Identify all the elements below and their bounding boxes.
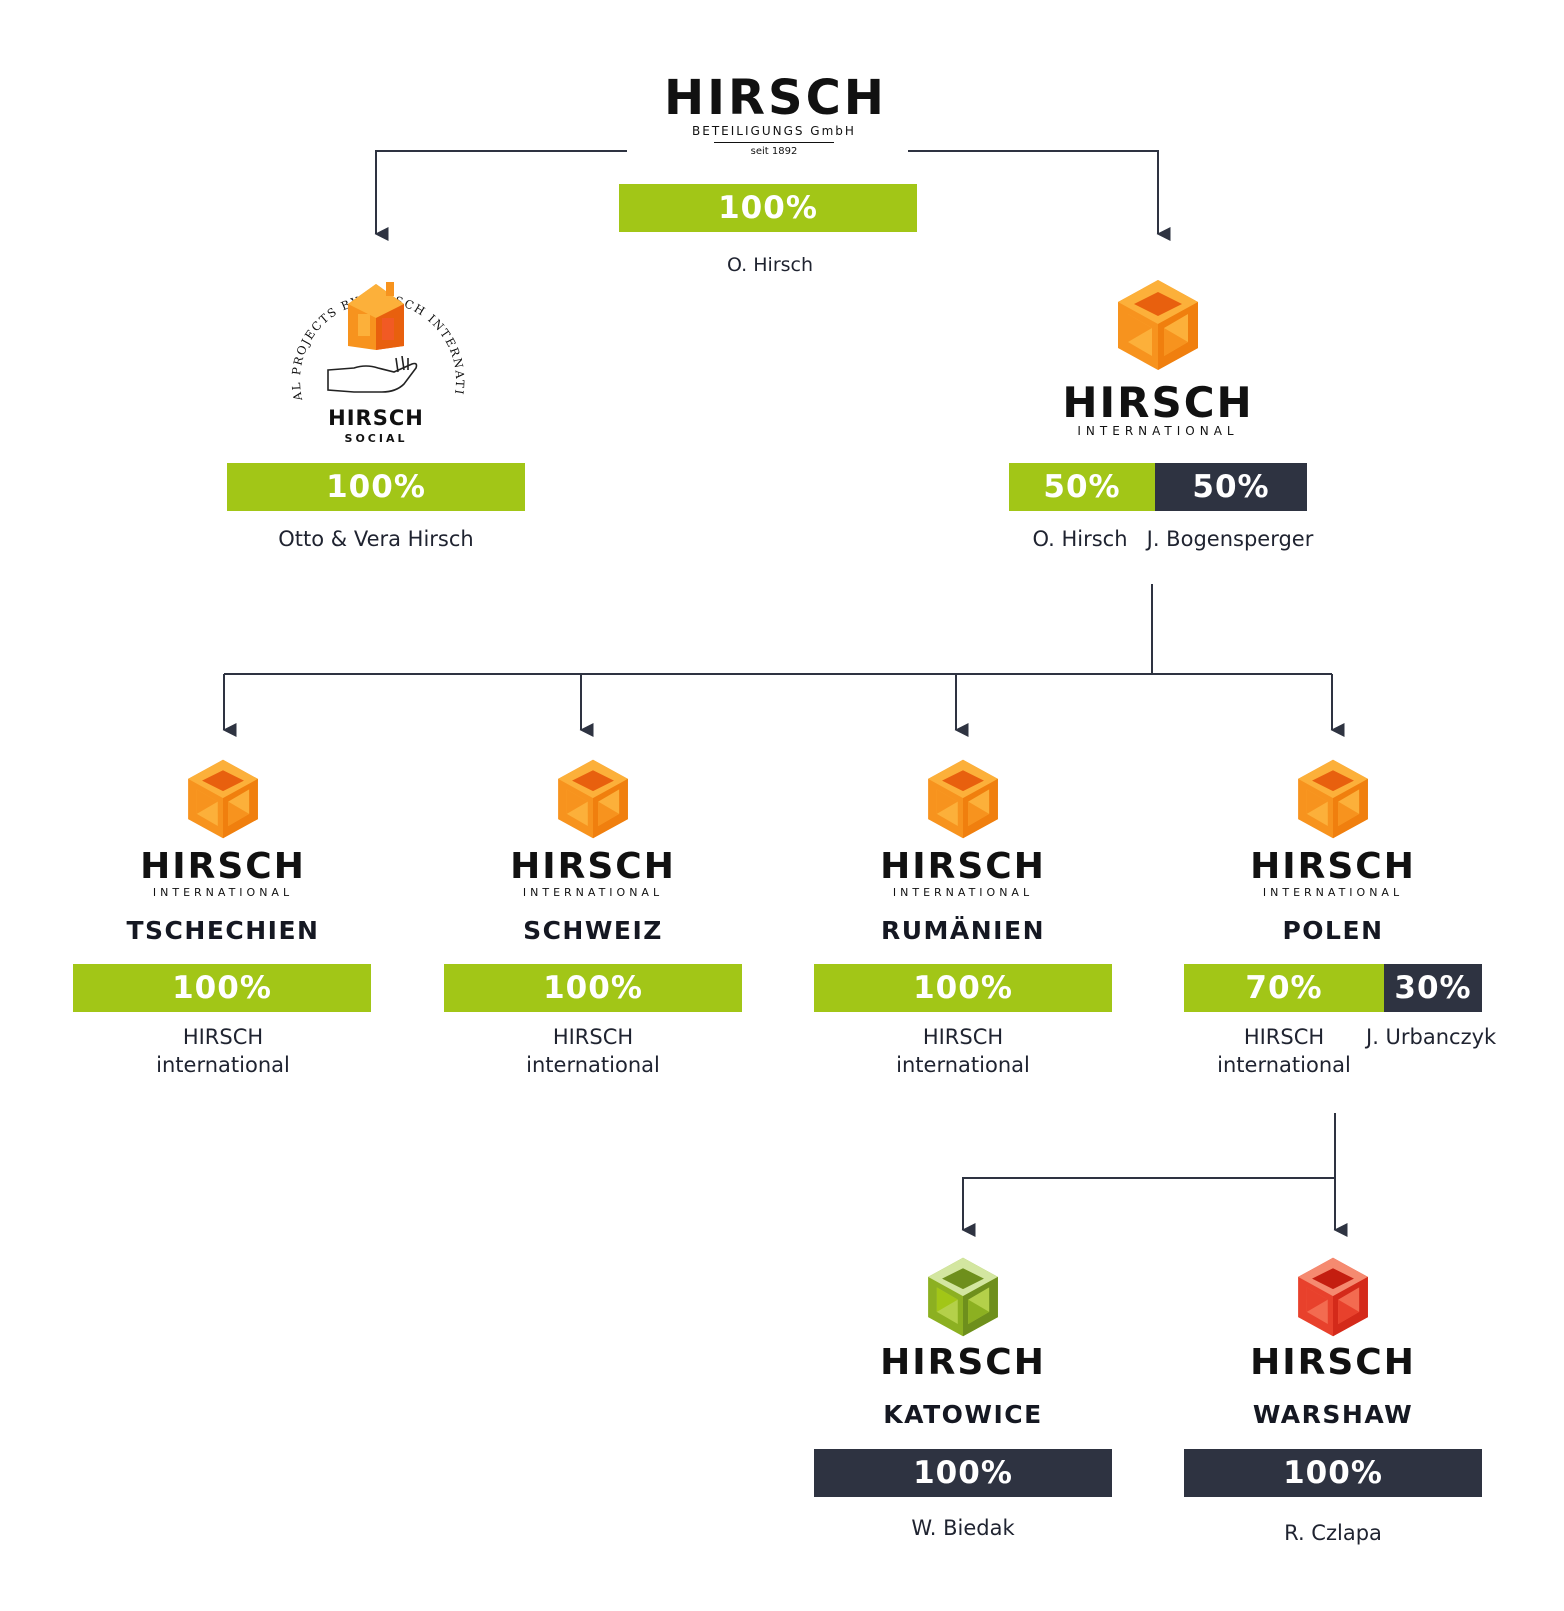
sub-country: POLEN <box>1282 916 1384 945</box>
house-in-hand-icon <box>348 282 404 350</box>
social-owner: Otto & Vera Hirsch <box>278 527 474 551</box>
branch-city: WARSHAW <box>1252 1400 1414 1429</box>
share-segment: 100% <box>73 964 371 1012</box>
red-cube-icon <box>1298 1257 1368 1337</box>
sub-logo-sub: INTERNATIONAL <box>522 886 664 899</box>
sub-owner-line2: international <box>526 1053 660 1077</box>
branch-share-bar: 100% <box>1184 1449 1482 1497</box>
international-owner-2: J. Bogensperger <box>1146 527 1314 551</box>
share-segment: 50% <box>1155 463 1307 511</box>
sub-logo-sub: INTERNATIONAL <box>152 886 294 899</box>
top-logo-sub: BETEILIGUNGS GmbH <box>692 124 856 138</box>
sub-owner-line1: HIRSCH <box>1243 1025 1325 1049</box>
share-segment: 100% <box>1184 1449 1482 1497</box>
sub-logo-word: HIRSCH <box>140 846 306 887</box>
sub-country: SCHWEIZ <box>523 916 663 945</box>
branch-city: KATOWICE <box>883 1400 1043 1429</box>
sub-owner-line1: HIRSCH <box>182 1025 264 1049</box>
top-share-bar: 100% <box>619 184 917 232</box>
social-share-bar: 100% <box>227 463 525 511</box>
sub-owner-line1: HIRSCH <box>552 1025 634 1049</box>
branch-share-bar: 100% <box>814 1449 1112 1497</box>
top-logo-divider <box>714 142 834 143</box>
sub-logo-word: HIRSCH <box>510 846 676 887</box>
sub-owner-line2: international <box>1217 1053 1351 1077</box>
social-logo-sub: SOCIAL <box>344 432 408 445</box>
international-logo-sub: INTERNATIONAL <box>1077 424 1239 438</box>
orange-cube-icon <box>928 759 998 839</box>
sub-owner-line1: HIRSCH <box>922 1025 1004 1049</box>
green-cube-icon <box>928 1257 998 1337</box>
sub-owner-line2: international <box>156 1053 290 1077</box>
top-logo-word: HIRSCH <box>664 70 887 126</box>
open-hand-icon <box>327 356 418 393</box>
share-segment: 100% <box>619 184 917 232</box>
sub-share-bar: 100% <box>73 964 371 1012</box>
sub-logo-sub: INTERNATIONAL <box>1262 886 1404 899</box>
sub-share-bar: 100% <box>814 964 1112 1012</box>
international-share-bar: 50% 50% <box>1009 463 1307 511</box>
top-logo-since: seit 1892 <box>750 146 798 157</box>
share-segment: 100% <box>444 964 742 1012</box>
branch-logo-word: HIRSCH <box>1250 1342 1416 1383</box>
sub-owner-line2: international <box>896 1053 1030 1077</box>
top-owner: O. Hirsch <box>726 254 814 276</box>
branch-owner: R. Czlapa <box>1284 1521 1382 1545</box>
share-segment: 100% <box>814 964 1112 1012</box>
branch-owner: W. Biedak <box>911 1516 1015 1540</box>
sub-country: RUMÄNIEN <box>880 916 1045 945</box>
international-owner-1: O. Hirsch <box>1032 527 1128 551</box>
share-segment: 100% <box>227 463 525 511</box>
orange-cube-icon <box>558 759 628 839</box>
social-logo-word: HIRSCH <box>328 406 424 430</box>
share-segment: 50% <box>1009 463 1155 511</box>
sub-logo-word: HIRSCH <box>1250 846 1416 887</box>
orange-cube-icon <box>188 759 258 839</box>
orange-cube-icon <box>1298 759 1368 839</box>
sub-country: TSCHECHIEN <box>126 916 320 945</box>
sub-logo-word: HIRSCH <box>880 846 1046 887</box>
sub-share-bar: 70% 30% <box>1184 964 1482 1012</box>
sub-owner-extra: J. Urbanczyk <box>1366 1025 1497 1049</box>
orange-cube-icon <box>1118 280 1198 370</box>
sub-share-bar: 100% <box>444 964 742 1012</box>
international-logo-word: HIRSCH <box>1062 378 1254 427</box>
share-segment: 30% <box>1384 964 1482 1012</box>
branch-logo-word: HIRSCH <box>880 1342 1046 1383</box>
sub-logo-sub: INTERNATIONAL <box>892 886 1034 899</box>
share-segment: 70% <box>1184 964 1384 1012</box>
share-segment: 100% <box>814 1449 1112 1497</box>
